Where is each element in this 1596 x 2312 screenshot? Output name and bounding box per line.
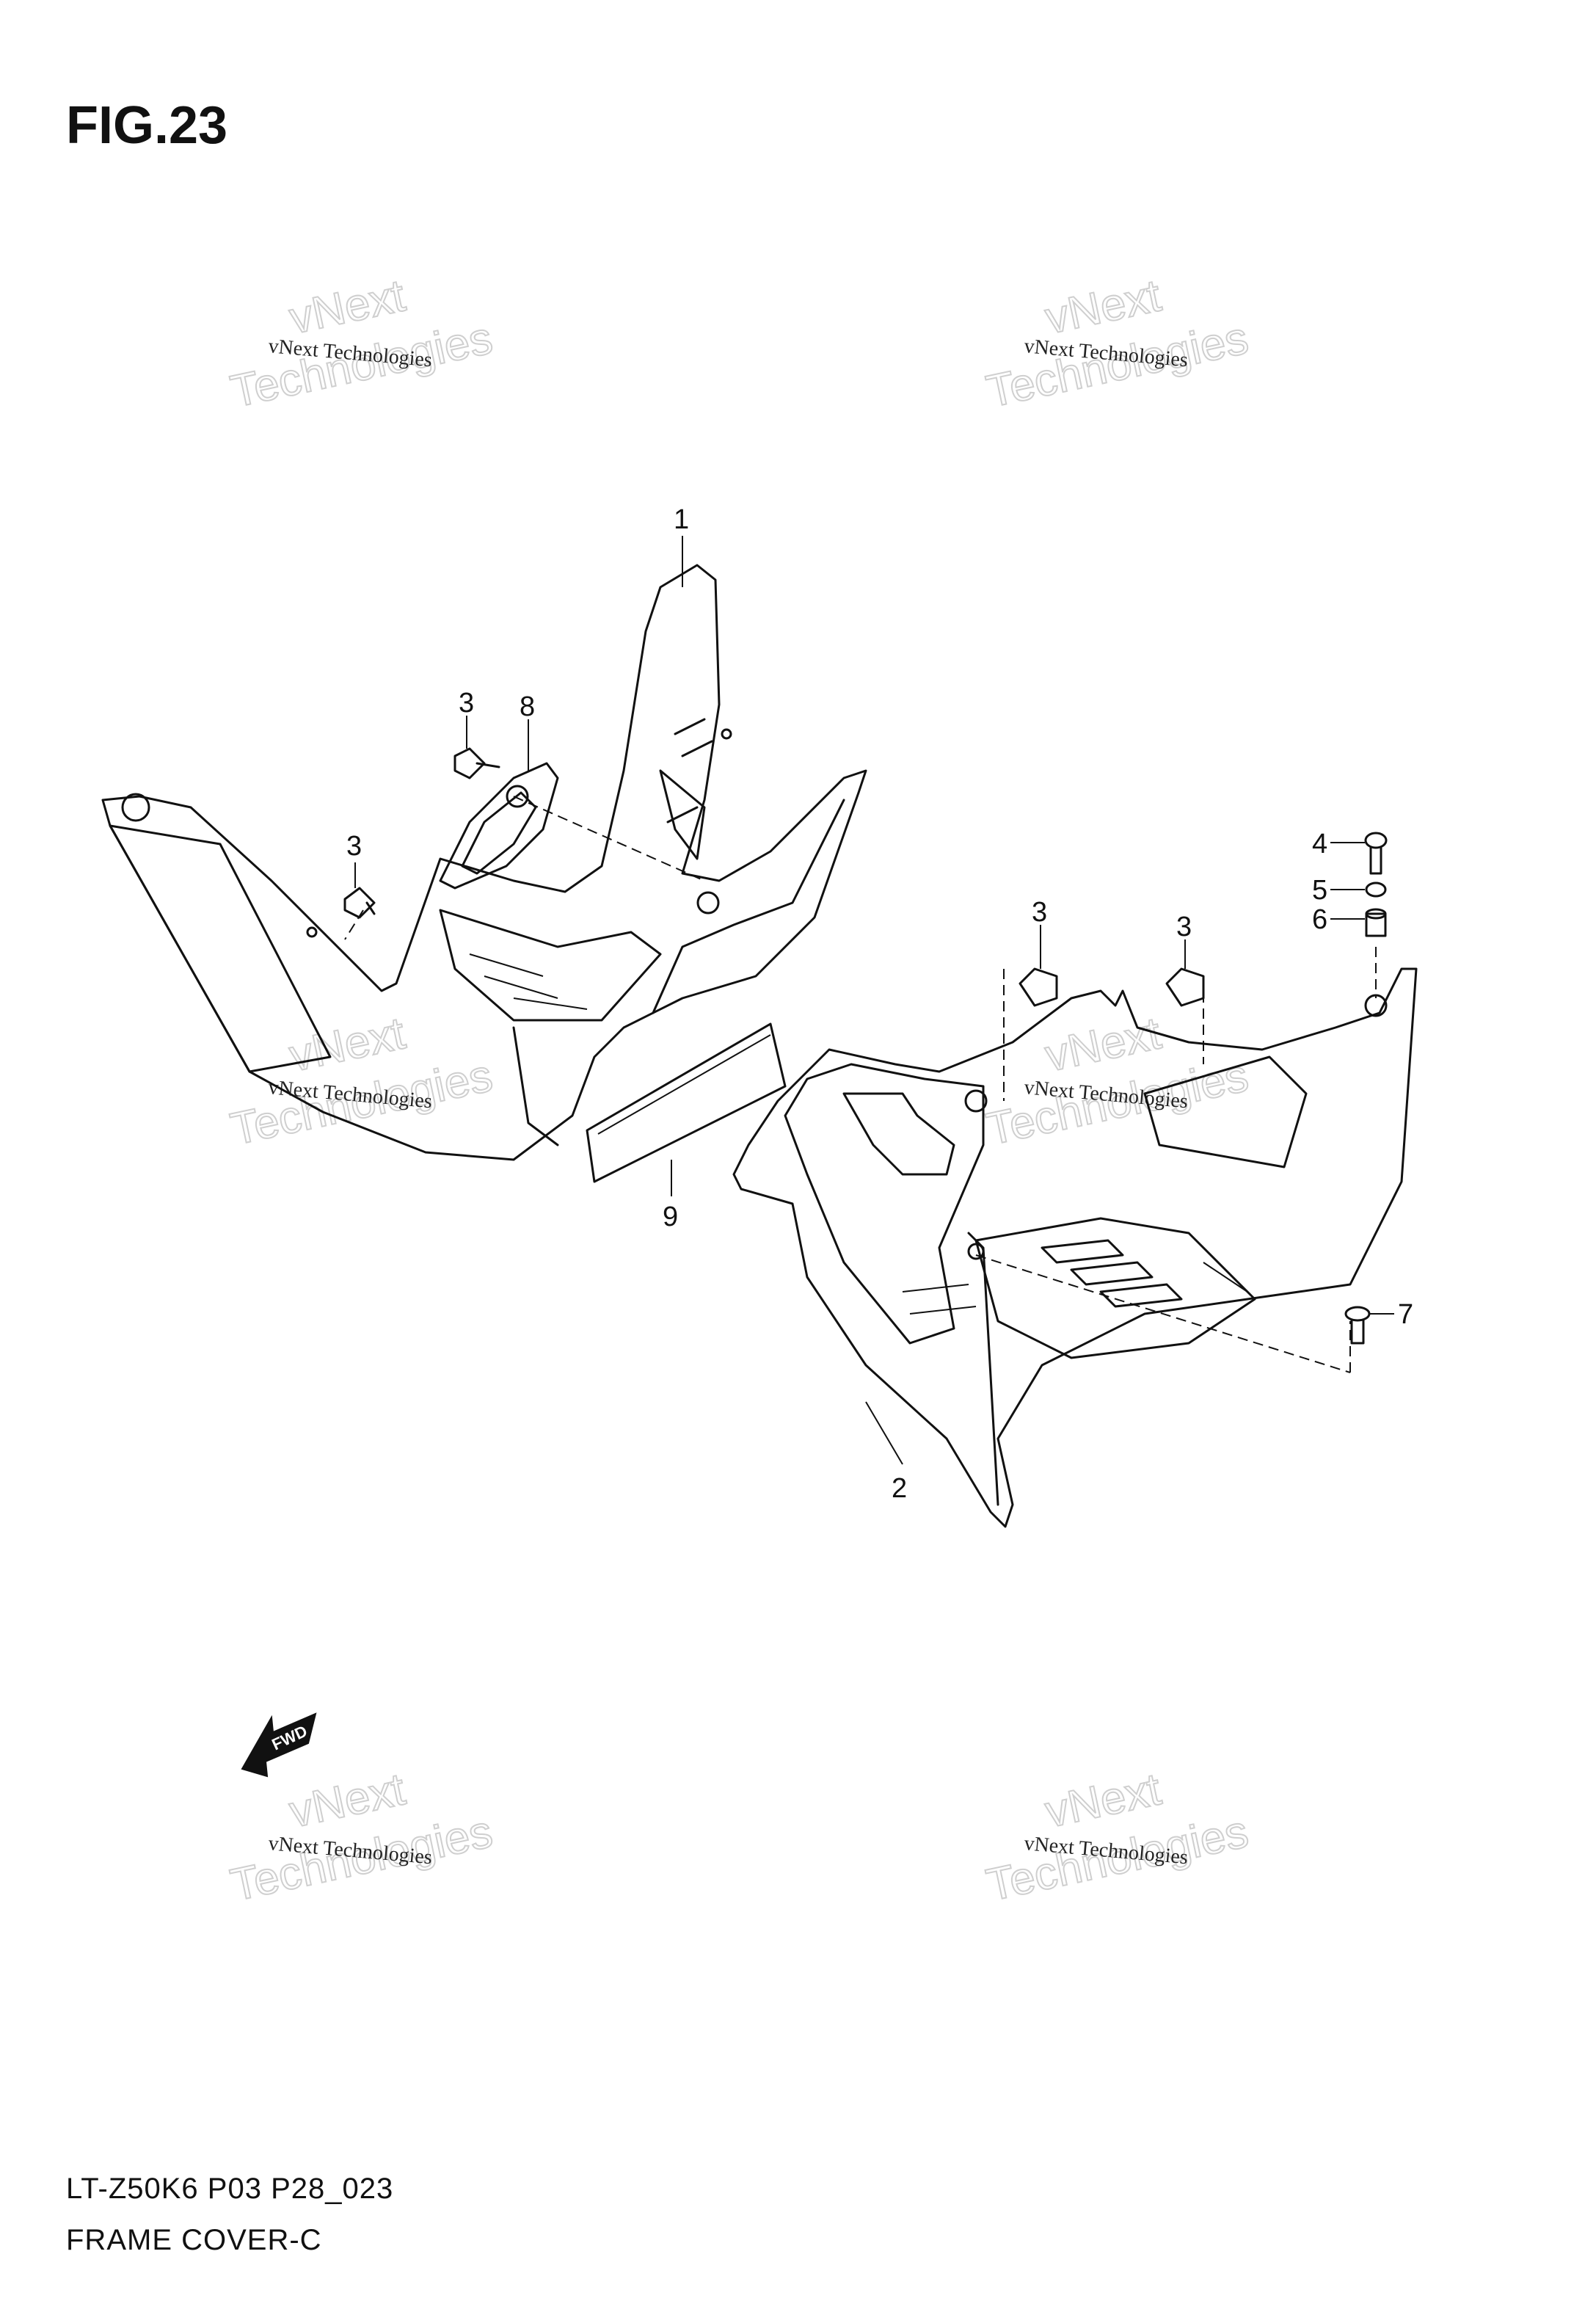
part-bracket-8 bbox=[439, 762, 559, 890]
part-right-footrest bbox=[732, 967, 1418, 1528]
callout-3-clip-d: 3 bbox=[1176, 912, 1192, 942]
fastener-clip-3b bbox=[343, 887, 376, 919]
watermark-bottom-right: vNext Technologies vNext Technologies bbox=[982, 1763, 1253, 1911]
callout-7: 7 bbox=[1398, 1299, 1413, 1330]
model-code: LT-Z50K6 P03 P28_023 bbox=[66, 2173, 394, 2205]
fastener-washer-5 bbox=[1365, 881, 1387, 898]
callout-6: 6 bbox=[1312, 904, 1327, 935]
watermark-top-left: vNext Technologies vNext Technologies bbox=[226, 269, 498, 418]
fastener-grommet-6 bbox=[1365, 908, 1387, 937]
callout-3-clip-c: 3 bbox=[1032, 897, 1047, 928]
watermark-middle-right: vNext Technologies vNext Technologies bbox=[982, 1007, 1253, 1155]
figure-name: FRAME COVER-C bbox=[66, 2224, 322, 2256]
callout-4: 4 bbox=[1312, 829, 1327, 859]
callout-9: 9 bbox=[663, 1202, 678, 1232]
callout-8: 8 bbox=[520, 691, 535, 722]
fastener-clip-7 bbox=[1344, 1306, 1371, 1345]
callout-5: 5 bbox=[1312, 875, 1327, 906]
fastener-clip-3a bbox=[453, 747, 500, 779]
fastener-screw-4 bbox=[1364, 832, 1388, 875]
leader-lines bbox=[344, 536, 1394, 1465]
figure-title: FIG.23 bbox=[66, 96, 228, 155]
fwd-direction-arrow-icon: FWD bbox=[241, 1712, 317, 1778]
callout-3-clip-a: 3 bbox=[459, 688, 474, 719]
fastener-clip-3d bbox=[1165, 967, 1205, 1007]
watermark-bottom-left: vNext Technologies vNext Technologies bbox=[226, 1763, 498, 1911]
callout-1: 1 bbox=[674, 504, 689, 535]
fastener-clip-3c bbox=[1019, 967, 1058, 1007]
callout-3-clip-b: 3 bbox=[346, 831, 362, 862]
watermark-top-right: vNext Technologies vNext Technologies bbox=[982, 269, 1253, 418]
part-left-frame-cover bbox=[101, 564, 867, 1161]
callout-2: 2 bbox=[892, 1473, 907, 1504]
part-pad-9 bbox=[586, 1022, 787, 1183]
